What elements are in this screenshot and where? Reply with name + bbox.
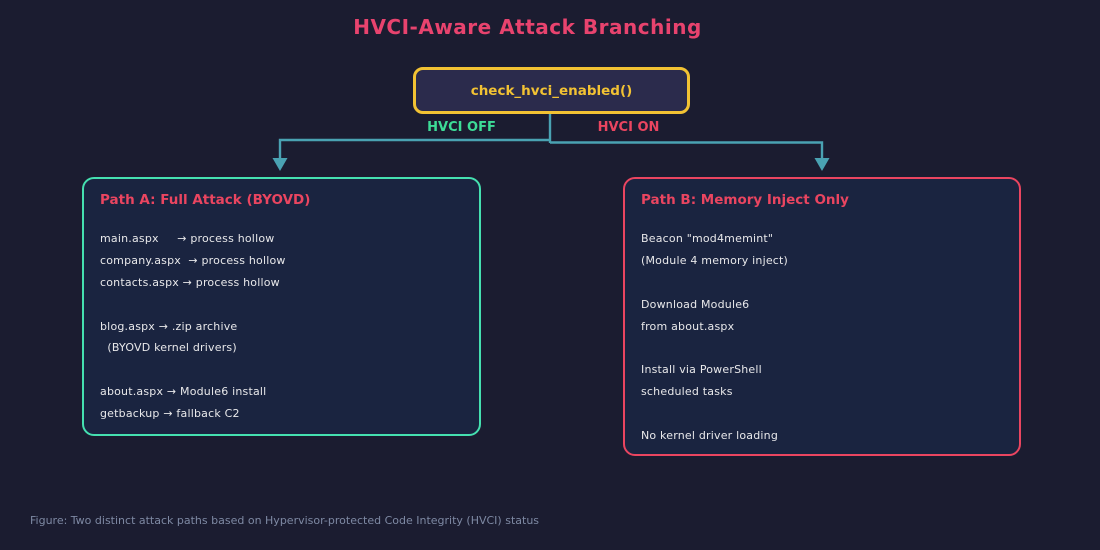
code-line: scheduled tasks xyxy=(641,384,733,398)
branch-right-line xyxy=(550,141,824,160)
code-line-blank xyxy=(641,337,1007,359)
code-line: about.aspx → Module6 install xyxy=(100,384,267,398)
code-line: No kernel driver loading xyxy=(641,428,778,442)
code-line: (Module 4 memory inject) xyxy=(641,254,789,268)
decision-node: check_hvci_enabled() xyxy=(413,67,690,114)
code-line: contacts.aspx → process hollow xyxy=(100,275,280,289)
code-line: Install via PowerShell xyxy=(641,363,762,377)
code-line: from about.aspx xyxy=(641,319,735,333)
code-line: Beacon "mod4memint" xyxy=(641,232,774,246)
diagram-title: HVCI-Aware Attack Branching xyxy=(353,15,702,39)
branch-left-line xyxy=(278,138,550,160)
code-line-blank xyxy=(641,272,1007,294)
code-line: blog.aspx → .zip archive xyxy=(100,319,238,333)
arrowhead-left-icon xyxy=(272,158,288,171)
arrowhead-right-icon xyxy=(814,158,830,171)
branch-label-hvci-off: HVCI OFF xyxy=(427,120,496,135)
branch-label-hvci-on: HVCI ON xyxy=(597,120,660,135)
path-b-title: Path B: Memory Inject Only xyxy=(641,192,849,208)
path-a-lines: main.aspx → process hollow company.aspx … xyxy=(100,228,467,424)
code-line: (BYOVD kernel drivers) xyxy=(100,341,237,355)
path-b-lines: Beacon "mod4memint" (Module 4 memory inj… xyxy=(641,228,1007,446)
code-line: main.aspx → process hollow xyxy=(100,232,275,246)
code-line: company.aspx → process hollow xyxy=(100,254,286,268)
decision-node-label: check_hvci_enabled() xyxy=(470,82,633,99)
code-line: getbackup → fallback C2 xyxy=(100,406,240,420)
code-line-blank xyxy=(641,402,1007,424)
code-line-blank xyxy=(100,359,467,381)
code-line-blank xyxy=(100,293,467,315)
path-a-panel: Path A: Full Attack (BYOVD) main.aspx → … xyxy=(82,177,481,436)
path-b-panel: Path B: Memory Inject Only Beacon "mod4m… xyxy=(623,177,1021,456)
code-line: Download Module6 xyxy=(641,297,750,311)
figure-caption: Figure: Two distinct attack paths based … xyxy=(30,514,540,527)
path-a-title: Path A: Full Attack (BYOVD) xyxy=(100,192,311,208)
